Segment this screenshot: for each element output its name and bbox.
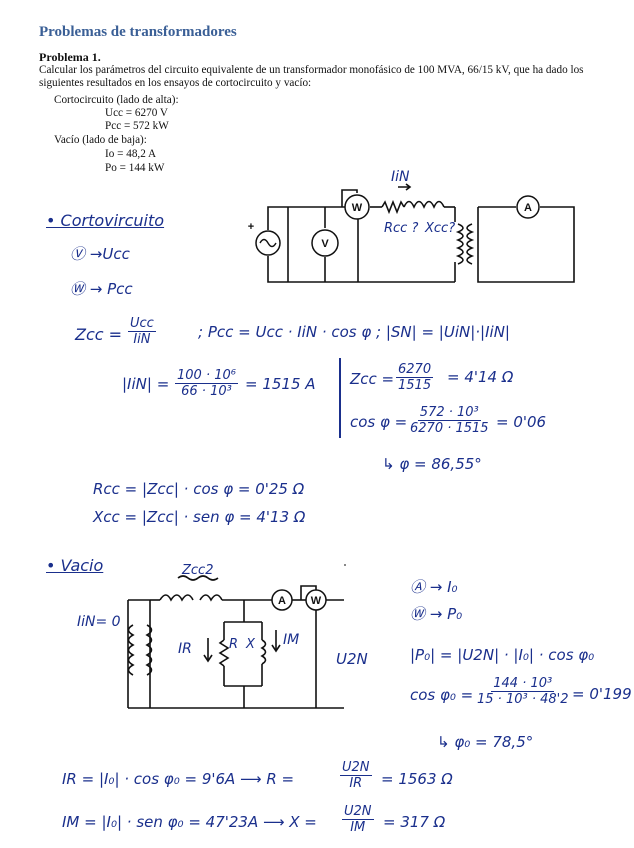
ucc-value: Ucc = 6270 V [105, 107, 168, 119]
phi0-result: ↳ φ₀ = 78,5° [437, 733, 534, 751]
r-numerator: U2N [340, 760, 372, 776]
polarity-plus: + [248, 221, 254, 233]
cos-fraction: 572 · 10³ 6270 · 1515 [408, 405, 491, 436]
iin-zero-label: IiN= 0 [77, 614, 121, 630]
v-to-ucc: Ⓥ →Ucc [70, 245, 130, 263]
cos0-numerator: 144 · 10³ [491, 676, 555, 692]
ammeter-2-label: A [278, 595, 286, 607]
zcc2-denominator: 1515 [398, 378, 432, 393]
a-to-io: Ⓐ → I₀ [410, 578, 458, 596]
ir-equation: IR = |I₀| · cos φ₀ = 9'6A ⟶ R = [62, 770, 295, 788]
wattmeter-2-label: W [311, 595, 322, 607]
r-fraction: U2N IR [340, 760, 372, 791]
w-to-po: Ⓦ → P₀ [410, 605, 463, 623]
zcc2-label: Zcc2 [181, 563, 213, 578]
x-fraction: U2N IM [342, 804, 374, 835]
iin-result: = 1515 A [245, 375, 316, 393]
iin-denominator: 66 · 10³ [181, 384, 232, 399]
zcc2-fraction: 6270 1515 [396, 362, 434, 393]
x-denominator: IM [350, 820, 366, 835]
iin-fraction: 100 · 10⁶ 66 · 10³ [175, 368, 238, 399]
r-denominator: IR [349, 776, 363, 791]
ir-label: IR [178, 641, 192, 657]
u2n-label: U2N [336, 650, 368, 668]
im-equation: IM = |I₀| · sen φ₀ = 47'23A ⟶ X = [62, 813, 317, 831]
cos0-result: = 0'199 [572, 685, 632, 703]
open-circuit-diagram [127, 575, 344, 709]
x-result: = 317 Ω [383, 813, 446, 831]
x-numerator: U2N [342, 804, 374, 820]
iin-lhs: |IiN| = [122, 375, 170, 393]
zcc-numerator: Ucc [128, 316, 156, 332]
cos-numerator: 572 · 10³ [417, 405, 481, 421]
w-to-pcc: Ⓦ → Pcc [70, 280, 133, 298]
rcc-label: Rcc ? [384, 221, 418, 236]
problem-label: Problema 1. [39, 50, 101, 64]
zcc-denominator: IiN [133, 332, 151, 347]
cos-lhs: cos φ = [350, 413, 408, 431]
short-circuit-heading: Cortocircuito (lado de alta): [54, 94, 179, 106]
brace-line [339, 358, 341, 438]
wattmeter-label: W [352, 202, 363, 214]
r-result: = 1563 Ω [381, 770, 453, 788]
zcc2-lhs: Zcc = [350, 370, 395, 388]
pcc-value: Pcc = 572 kW [105, 120, 169, 132]
iin-arrow-label: IiN [391, 169, 410, 185]
cos0-denominator: 15 · 10³ · 48'2 [477, 692, 569, 707]
zcc-lhs: Zcc = [75, 325, 123, 344]
xcc-result: Xcc = |Zcc| · sen φ = 4'13 Ω [93, 508, 306, 526]
rcc-result: Rcc = |Zcc| · cos φ = 0'25 Ω [93, 480, 305, 498]
pcc-equation: ; Pcc = Ucc · IiN · cos φ ; |SN| = |UiN|… [198, 323, 510, 341]
problem-statement: Calcular los parámetros del circuito equ… [39, 64, 584, 89]
im-label: IM [283, 632, 299, 648]
cos0-lhs: cos φ₀ = [410, 686, 474, 704]
short-circuit-section: • Cortovircuito [46, 211, 165, 230]
zcc2-numerator: 6270 [396, 362, 434, 378]
zcc-fraction: Ucc IiN [128, 316, 156, 347]
zcc2-result: = 4'14 Ω [447, 368, 514, 386]
po-equation: |P₀| = |U2N| · |I₀| · cos φ₀ [410, 646, 595, 664]
ammeter-label: A [524, 202, 532, 214]
open-circuit-section: • Vacio [46, 556, 104, 575]
voltmeter-label: V [321, 238, 329, 250]
page-title: Problemas de transformadores [39, 24, 237, 40]
r-label: R [229, 637, 238, 652]
po-value: Po = 144 kW [105, 162, 165, 174]
io-value: Io = 48,2 A [105, 148, 157, 160]
phi-result: ↳ φ = 86,55° [382, 455, 482, 473]
cos0-fraction: 144 · 10³ 15 · 10³ · 48'2 [475, 676, 570, 707]
cos-denominator: 6270 · 1515 [410, 421, 489, 436]
x-label: X [245, 637, 256, 652]
xcc-label: Xcc? [424, 221, 455, 236]
open-circuit-heading: Vacío (lado de baja): [54, 134, 147, 146]
iin-numerator: 100 · 10⁶ [175, 368, 238, 384]
cos-result: = 0'06 [496, 413, 547, 431]
